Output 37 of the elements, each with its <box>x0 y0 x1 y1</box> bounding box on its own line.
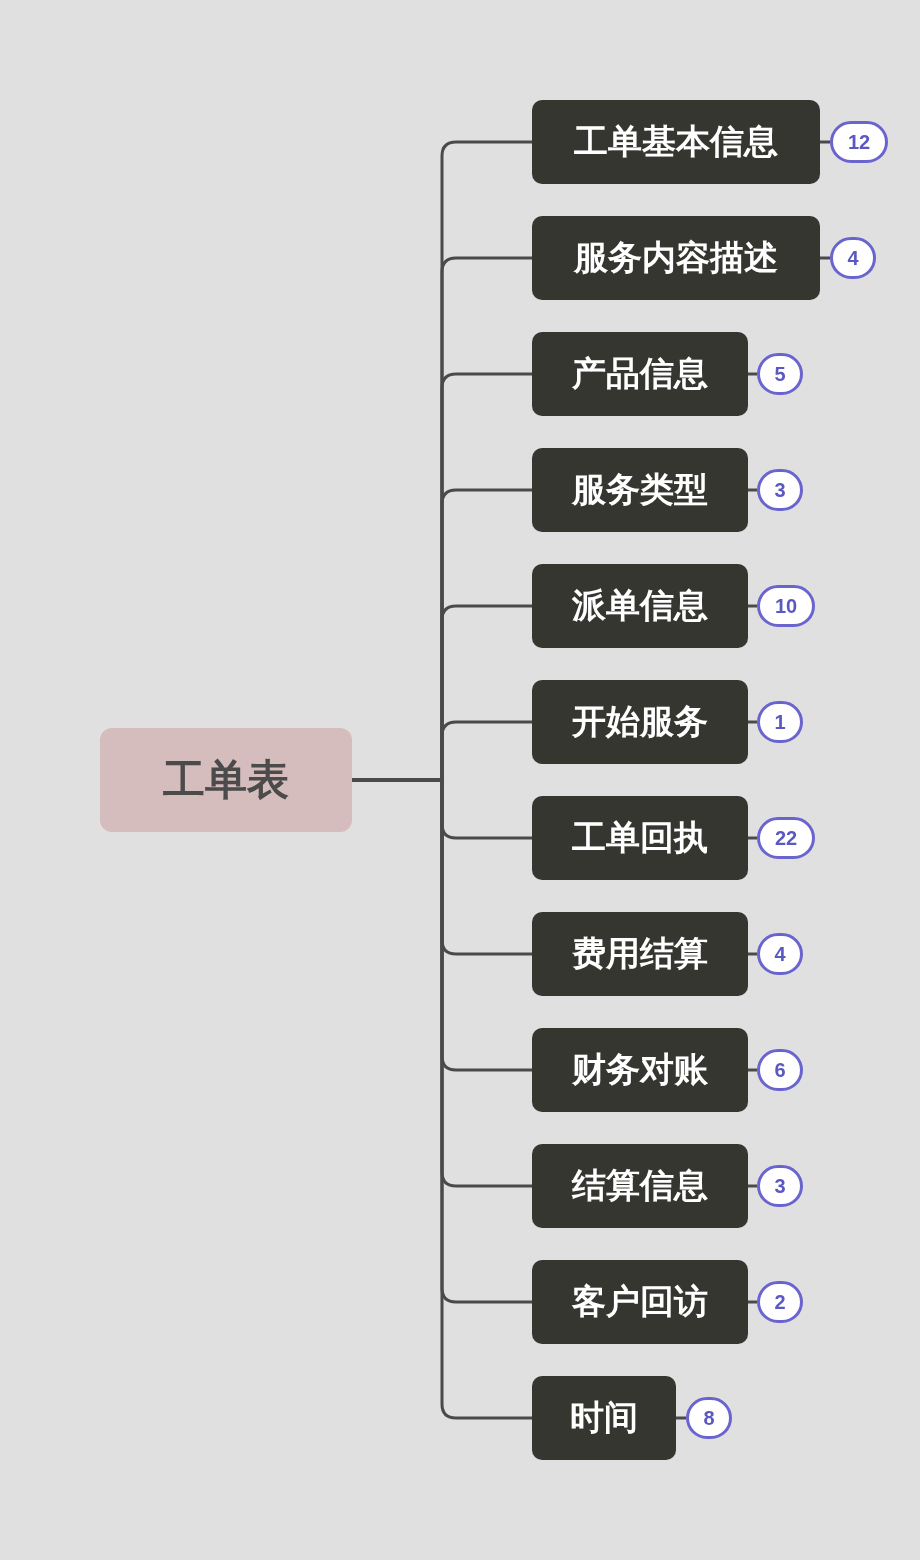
connector-line <box>748 1068 757 1072</box>
topic-box: 费用结算 <box>532 912 748 996</box>
count-badge: 3 <box>757 1165 803 1207</box>
topic-box: 工单基本信息 <box>532 100 820 184</box>
topic-box: 时间 <box>532 1376 676 1460</box>
count-badge: 5 <box>757 353 803 395</box>
count-badge: 4 <box>830 237 876 279</box>
connector-line <box>748 604 757 608</box>
connector-line <box>748 836 757 840</box>
connector-line <box>820 256 830 260</box>
connector-line <box>748 1184 757 1188</box>
connector-line <box>748 952 757 956</box>
connector-line <box>748 720 757 724</box>
count-badge: 2 <box>757 1281 803 1323</box>
topic-box: 客户回访 <box>532 1260 748 1344</box>
count-badge: 3 <box>757 469 803 511</box>
count-badge: 12 <box>830 121 888 163</box>
connector-line <box>820 140 830 144</box>
count-badge: 4 <box>757 933 803 975</box>
topic-box: 服务类型 <box>532 448 748 532</box>
connector-line <box>748 372 757 376</box>
count-badge: 6 <box>757 1049 803 1091</box>
topic-box: 财务对账 <box>532 1028 748 1112</box>
topic-box: 结算信息 <box>532 1144 748 1228</box>
connector-line <box>748 488 757 492</box>
count-badge: 10 <box>757 585 815 627</box>
count-badge: 22 <box>757 817 815 859</box>
topic-box: 开始服务 <box>532 680 748 764</box>
topic-box: 工单回执 <box>532 796 748 880</box>
topic-box: 派单信息 <box>532 564 748 648</box>
count-badge: 1 <box>757 701 803 743</box>
topic-box: 产品信息 <box>532 332 748 416</box>
count-badge: 8 <box>686 1397 732 1439</box>
connector-line <box>748 1300 757 1304</box>
connector-line <box>676 1416 686 1420</box>
topic-box: 服务内容描述 <box>532 216 820 300</box>
root-topic-box: 工单表 <box>100 728 352 832</box>
